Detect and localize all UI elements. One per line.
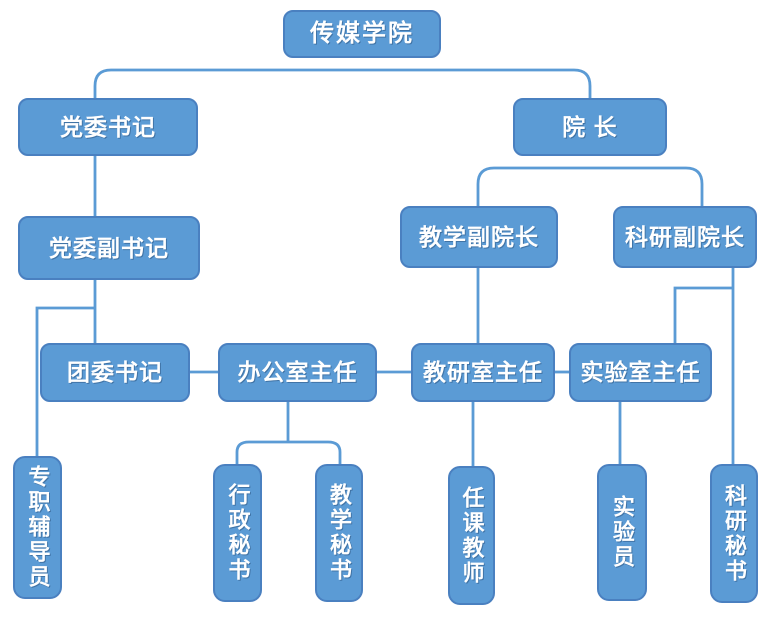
- node-research-vice-dean-label: 科研副院长: [625, 223, 745, 250]
- node-root-label: 传媒学院: [310, 20, 414, 47]
- node-teaching-secretary: 教学秘书: [315, 464, 363, 602]
- node-research-secretary: 科研秘书: [710, 464, 758, 603]
- node-course-teachers: 任课教师: [448, 466, 495, 605]
- node-root: 传媒学院: [283, 10, 441, 58]
- node-lab-director: 实验室主任: [569, 343, 712, 402]
- node-party-secretary: 党委书记: [18, 98, 198, 156]
- node-teaching-research-director: 教研室主任: [411, 343, 555, 402]
- node-office-director-label: 办公室主任: [237, 359, 358, 385]
- connector-deputy-to-counselor: [35, 306, 95, 456]
- node-party-secretary-label: 党委书记: [60, 113, 156, 140]
- connector-dean-split: [476, 166, 704, 206]
- node-research-secretary-label: 科研秘书: [722, 483, 747, 584]
- node-admin-secretary-label: 行政秘书: [225, 483, 251, 583]
- node-youth-league-secretary: 团委书记: [40, 343, 190, 402]
- node-office-director: 办公室主任: [218, 343, 377, 402]
- connector-root-split: [93, 68, 592, 98]
- node-deputy-party-secretary-label: 党委副书记: [49, 234, 169, 261]
- node-youth-league-secretary-label: 团委书记: [67, 359, 163, 385]
- connector-office-split: [235, 440, 342, 464]
- node-teaching-secretary-label: 教学秘书: [327, 483, 352, 583]
- node-dean-label: 院 长: [562, 113, 618, 140]
- node-teaching-research-director-label: 教研室主任: [423, 359, 543, 385]
- node-lab-technician-label: 实验员: [610, 495, 635, 570]
- node-dean: 院 长: [513, 98, 667, 156]
- node-lab-director-label: 实验室主任: [580, 359, 701, 385]
- node-course-teachers-label: 任课教师: [459, 485, 485, 586]
- node-admin-secretary: 行政秘书: [213, 464, 262, 602]
- node-deputy-party-secretary: 党委副书记: [18, 216, 200, 280]
- connector-rvd-to-lab: [673, 286, 733, 343]
- node-counselor: 专职辅导员: [13, 456, 62, 599]
- node-teaching-vice-dean: 教学副院长: [400, 206, 558, 268]
- node-research-vice-dean: 科研副院长: [613, 206, 757, 268]
- node-lab-technician: 实验员: [597, 464, 647, 601]
- node-teaching-vice-dean-label: 教学副院长: [419, 223, 539, 250]
- node-counselor-label: 专职辅导员: [25, 465, 51, 590]
